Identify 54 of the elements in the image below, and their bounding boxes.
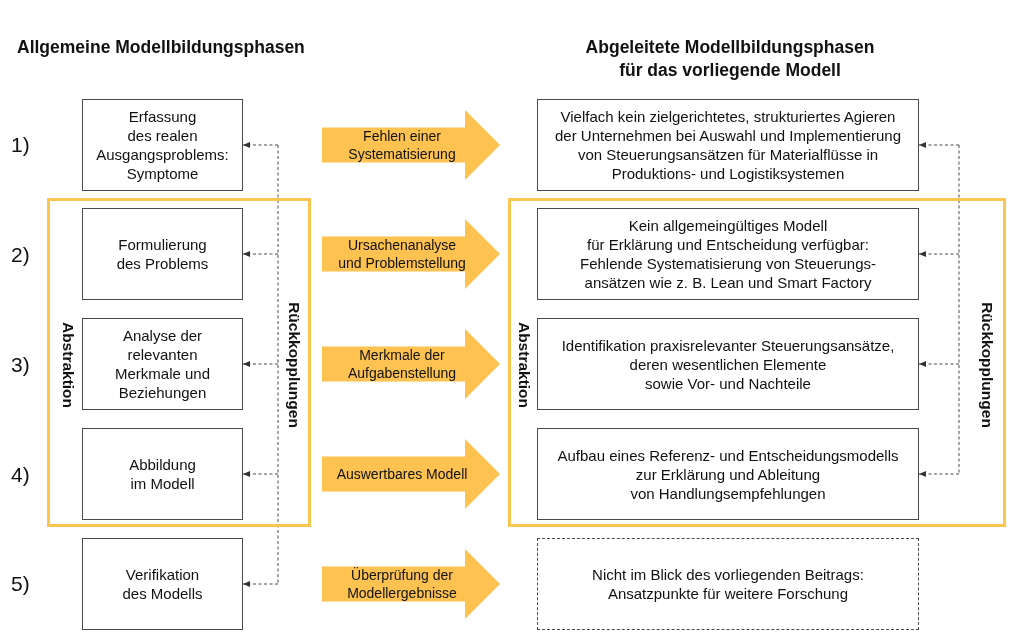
box-text: Aufbau eines Referenz- und Entscheidungsmodells zur Erklärung und Ableitung von Handlungsempfehlungen — [557, 445, 899, 503]
box-text: Formulierung des Problems — [116, 235, 209, 273]
block-arrow — [322, 329, 500, 399]
edge-label: Merkmale der Aufgabenstellung — [346, 346, 458, 382]
feedback-line — [958, 144, 960, 475]
vertical-label: Rückkopplungen — [978, 302, 996, 428]
edge-label: Ursachenanalyse und Problemstellung — [337, 236, 467, 272]
feedback-line — [277, 144, 279, 585]
vertical-label: Rückkopplungen — [285, 302, 303, 428]
block-arrow — [322, 110, 500, 180]
feedback-arrow — [242, 142, 279, 148]
box-text: Nicht im Blick des vorliegenden Beitrags: Ansatzpunkte für weitere Forschung — [592, 565, 864, 603]
row-number: 1) — [11, 133, 30, 157]
box-text: Erfassung des realen Ausgangsproblems: Symptome — [96, 107, 229, 183]
edge-label: Auswertbares Modell — [335, 465, 469, 483]
feedback-arrow — [918, 251, 960, 257]
process-box — [82, 99, 243, 191]
box-text: Analyse der relevanten Merkmale und Beziehungen — [114, 326, 210, 402]
box-text: Verifikation des Modells — [122, 565, 203, 603]
vertical-label: Abstraktion — [515, 321, 533, 409]
row-number: 4) — [11, 463, 30, 487]
row-number: 2) — [11, 243, 30, 267]
highlight-frame — [47, 198, 311, 527]
process-box — [82, 428, 243, 520]
edge-label: Fehlen einer Systematisierung — [347, 127, 457, 163]
vertical-label: Abstraktion — [59, 321, 77, 409]
row-number: 5) — [11, 572, 30, 596]
box-text: Abbildung im Modell — [129, 455, 196, 493]
block-arrow — [322, 549, 500, 619]
feedback-arrow — [918, 142, 960, 148]
feedback-arrow — [242, 581, 279, 587]
feedback-arrow — [918, 361, 960, 367]
block-arrow — [322, 219, 500, 289]
feedback-arrow — [242, 361, 279, 367]
row-number: 3) — [11, 353, 30, 377]
block-arrow — [322, 439, 500, 509]
process-box — [82, 208, 243, 300]
process-box — [82, 318, 243, 410]
edge-label: Überprüfung der Modellergebnisse — [346, 566, 458, 602]
box-text: Identifikation praxisrelevanter Steuerungsansätze, deren wesentlichen Elemente sowie Vor- und Nachteile — [561, 335, 895, 393]
process-box — [537, 318, 919, 410]
feedback-arrow — [242, 251, 279, 257]
process-box — [82, 538, 243, 630]
process-box — [537, 208, 919, 300]
column-heading: Abgeleitete Modellbildungsphasen für das vorliegende Modell — [584, 36, 876, 82]
process-box — [537, 99, 919, 191]
box-text: Vielfach kein zielgerichtetes, strukturiertes Agieren der Unternehmen bei Auswahl und Implementierung von Steuerungsansätzen für Materialflüsse in Produktions- und Logistiksystemen — [554, 107, 901, 183]
feedback-arrow — [242, 471, 279, 477]
highlight-frame — [508, 198, 1006, 527]
process-box — [537, 428, 919, 520]
column-heading: Allgemeine Modellbildungsphasen — [17, 36, 305, 59]
box-text: Kein allgemeingültiges Modell für Erklärung und Entscheidung verfügbar: Fehlende Systematisierung von Steuerungs- ansätzen wie z. B. Lean und Smart Factory — [580, 216, 876, 292]
feedback-arrow — [918, 471, 960, 477]
dashed-process-box — [537, 538, 919, 630]
